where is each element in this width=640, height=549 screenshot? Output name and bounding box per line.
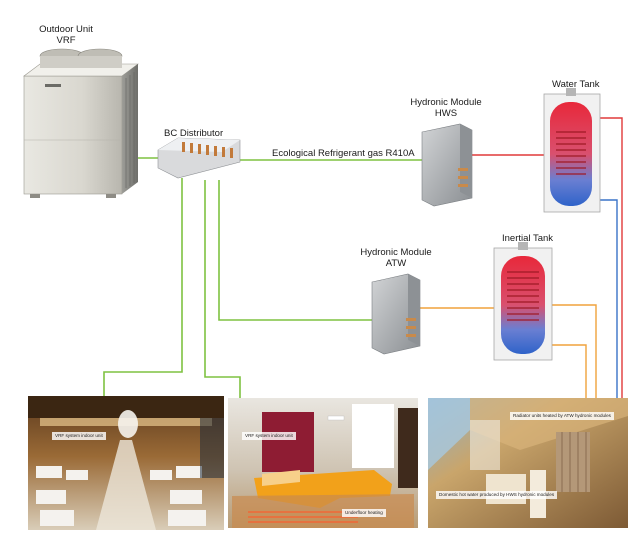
photo-restaurant bbox=[28, 396, 224, 530]
living-room-indoor-callout: VRF system indoor unit bbox=[242, 432, 296, 440]
hydronic-module-atw-illustration bbox=[371, 273, 421, 355]
refrigerant-label: Ecological Refrigerant gas R410A bbox=[272, 148, 415, 159]
bc-distributor-illustration bbox=[157, 137, 241, 179]
water-tank-label: Water Tank bbox=[552, 79, 600, 90]
outdoor-unit-illustration bbox=[23, 48, 139, 198]
outdoor-unit-label: Outdoor Unit VRF bbox=[39, 24, 93, 46]
water-tank-illustration bbox=[543, 88, 601, 213]
bc-distributor-label: BC Distributor bbox=[164, 128, 224, 139]
hydronic-module-hws-illustration bbox=[421, 123, 473, 207]
bathroom-radiator-callout: Radiator units heated by ATW hydronic mo… bbox=[510, 412, 614, 420]
hydronic-module-hws-label: Hydronic Module HWS bbox=[410, 97, 482, 119]
hydronic-module-atw-label: Hydronic Module ATW bbox=[360, 247, 432, 269]
restaurant-callout: VRF system indoor unit bbox=[52, 432, 106, 440]
inertial-tank-illustration bbox=[493, 242, 553, 361]
inertial-tank-label: Inertial Tank bbox=[502, 233, 554, 244]
bathroom-hot-water-callout: Domestic hot water produced by HWS hydro… bbox=[436, 491, 558, 499]
photo-living-room bbox=[228, 398, 418, 528]
living-room-floor-callout: Underfloor heating bbox=[342, 509, 386, 517]
